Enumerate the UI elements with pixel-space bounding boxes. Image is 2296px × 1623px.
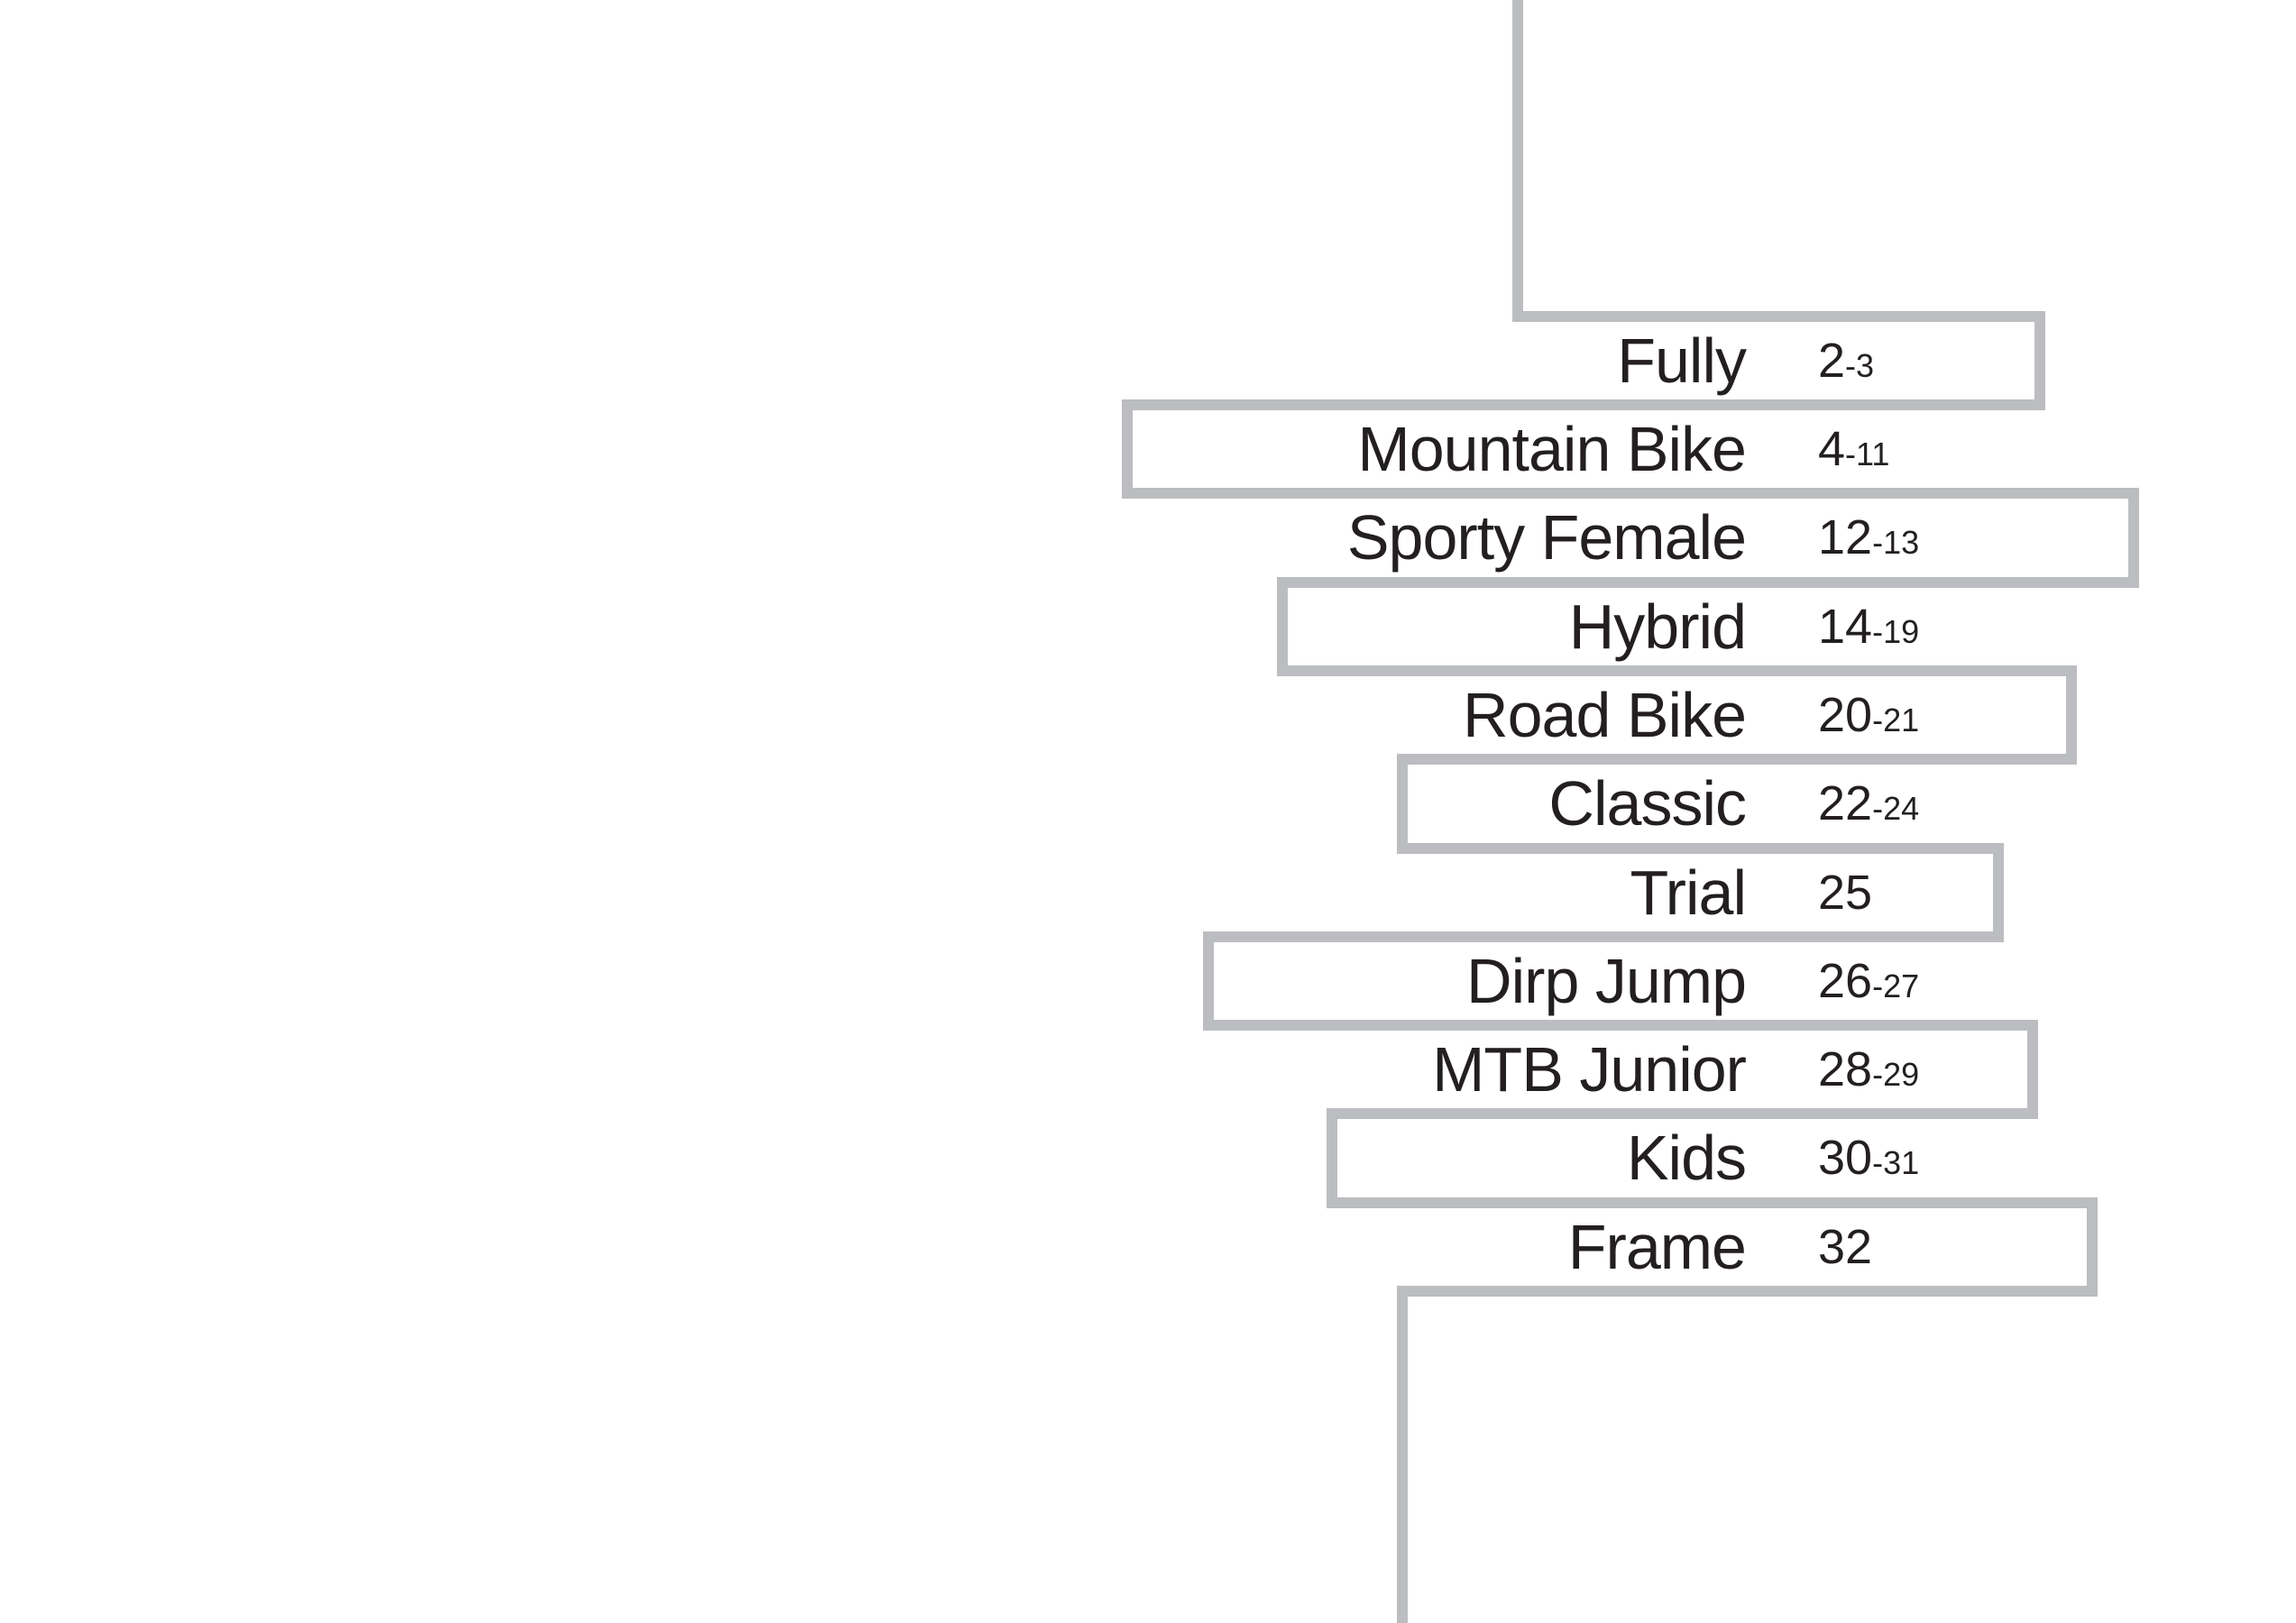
page-range: 22-24	[1818, 759, 1919, 848]
stepped-outline-path	[1122, 0, 2139, 1623]
toc-entry-mountain-bike[interactable]: Mountain Bike 4-11	[0, 405, 2296, 493]
page-start: 12	[1818, 510, 1873, 564]
page-end: -31	[1872, 1144, 1920, 1181]
toc-entry-kids[interactable]: Kids 30-31	[0, 1114, 2296, 1202]
toc-entry-road-bike[interactable]: Road Bike 20-21	[0, 671, 2296, 759]
category-label: Road Bike	[1463, 680, 1747, 750]
category-label: Mountain Bike	[1357, 414, 1747, 484]
page-end: -3	[1845, 347, 1875, 384]
category-label: Hybrid	[1568, 591, 1747, 662]
category-label: Frame	[1567, 1212, 1747, 1282]
toc-entry-classic[interactable]: Classic 22-24	[0, 759, 2296, 848]
page-range: 28-29	[1818, 1025, 1919, 1114]
page-range: 12-13	[1818, 493, 1919, 582]
category-label: Trial	[1630, 857, 1747, 928]
page-range: 26-27	[1818, 937, 1919, 1025]
toc-entry-frame[interactable]: Frame 32	[0, 1203, 2296, 1291]
category-label: Kids	[1626, 1123, 1747, 1193]
toc-entry-hybrid[interactable]: Hybrid 14-19	[0, 582, 2296, 671]
toc-entry-dirp-jump[interactable]: Dirp Jump 26-27	[0, 937, 2296, 1025]
page-start: 26	[1818, 954, 1873, 1008]
category-label: Classic	[1548, 768, 1747, 839]
page-start: 2	[1818, 334, 1846, 388]
toc-entry-fully[interactable]: Fully 2-3	[0, 316, 2296, 405]
page-start: 32	[1818, 1220, 1873, 1274]
page-range: 32	[1818, 1203, 1872, 1291]
category-label: Dirp Jump	[1466, 946, 1747, 1016]
page-start: 20	[1818, 688, 1873, 742]
page-end: -27	[1872, 967, 1920, 1004]
page-start: 28	[1818, 1042, 1873, 1096]
toc-entry-sporty-female[interactable]: Sporty Female 12-13	[0, 493, 2296, 582]
category-label: MTB Junior	[1432, 1034, 1747, 1105]
page-end: -11	[1845, 436, 1890, 472]
page-end: -24	[1872, 790, 1920, 827]
page-range: 25	[1818, 848, 1872, 937]
category-label: Sporty Female	[1346, 502, 1747, 573]
page-range: 20-21	[1818, 671, 1919, 759]
page-range: 4-11	[1818, 405, 1889, 493]
toc-entry-mtb-junior[interactable]: MTB Junior 28-29	[0, 1025, 2296, 1114]
page-end: -21	[1872, 701, 1920, 738]
page-start: 30	[1818, 1131, 1873, 1185]
page-start: 25	[1818, 866, 1873, 920]
page-start: 14	[1818, 600, 1873, 654]
page-range: 30-31	[1818, 1114, 1919, 1202]
page-start: 22	[1818, 776, 1873, 830]
page-end: -13	[1872, 524, 1920, 561]
page-start: 4	[1818, 422, 1846, 476]
toc-entry-trial[interactable]: Trial 25	[0, 848, 2296, 937]
page-range: 14-19	[1818, 582, 1919, 671]
page-end: -19	[1872, 613, 1920, 650]
page-end: -29	[1872, 1056, 1920, 1093]
category-label: Fully	[1617, 326, 1747, 396]
page-range: 2-3	[1818, 316, 1874, 405]
